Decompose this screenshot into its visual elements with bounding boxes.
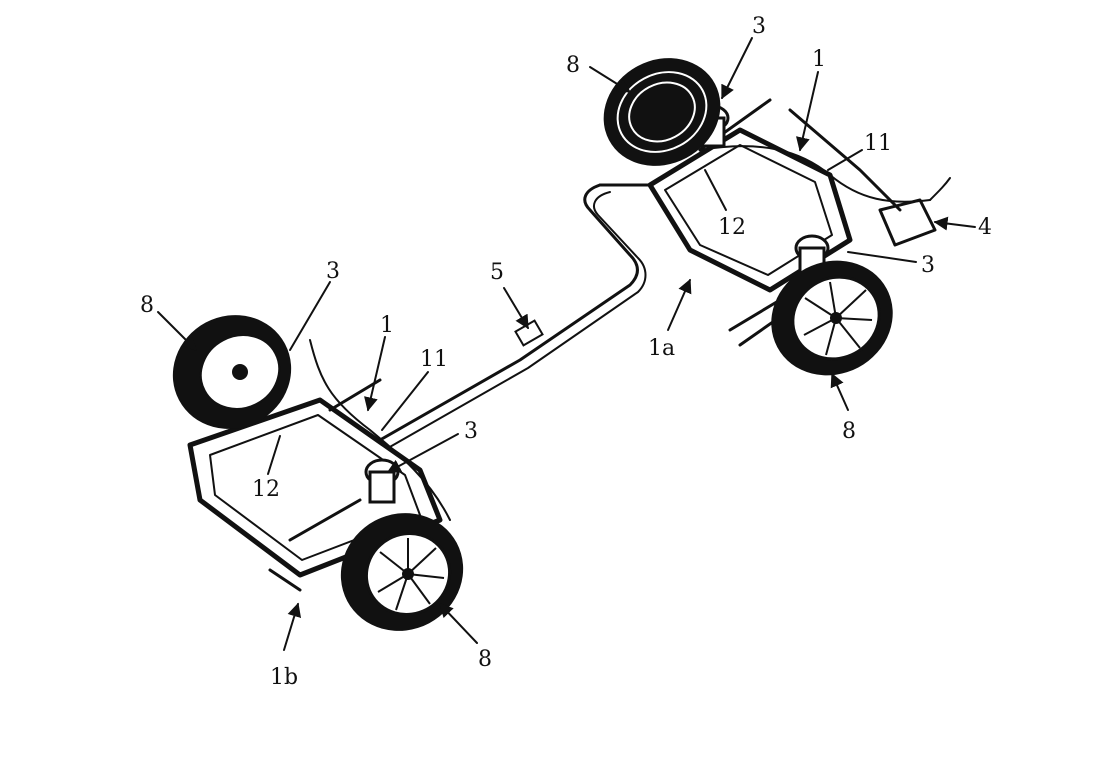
callout-rear-brake-line: 11 [420, 347, 448, 372]
callout-rear-sensor-bracket: 12 [252, 477, 280, 502]
callout-front-axle-ref: 1a [648, 336, 675, 361]
rear-wheel-bottom [340, 513, 464, 631]
callout-front-sensor-bracket: 12 [718, 215, 746, 240]
rear-wheel-left [172, 315, 292, 429]
front-subframe [647, 127, 853, 293]
callout-rear-axle-ref: 1b [270, 665, 298, 690]
callout-rear-wheel-left: 8 [140, 293, 154, 318]
callout-front-brake-line: 11 [864, 131, 892, 156]
front-wheel-bottom [771, 260, 893, 376]
front-strut-right [794, 234, 830, 278]
callout-labels: 8 3 1 11 12 4 3 8 1a 5 8 3 1 11 3 12 1b … [140, 14, 992, 690]
callout-front-wheel-bottom: 8 [842, 419, 856, 444]
callout-front-subframe: 1 [812, 47, 826, 72]
bracket-5 [514, 319, 544, 347]
callout-rear-subframe: 1 [380, 313, 394, 338]
callout-front-wheel-top: 8 [566, 53, 580, 78]
callout-component-4: 4 [978, 215, 992, 240]
callout-rear-wheel-bottom: 8 [478, 647, 492, 672]
rear-brake-line [309, 339, 451, 521]
rear-strut-right [364, 458, 400, 504]
callout-front-strut-top: 3 [752, 14, 766, 39]
rear-axle-assembly [172, 315, 464, 631]
callout-bracket-5: 5 [490, 260, 504, 285]
callout-rear-strut-top: 3 [326, 259, 340, 284]
front-brake-line [699, 145, 931, 203]
rear-subframe [187, 397, 443, 578]
callout-front-strut-right: 3 [921, 253, 935, 278]
connecting-line [378, 183, 639, 442]
callout-rear-strut-right: 3 [464, 419, 478, 444]
leader-arrows [157, 37, 976, 651]
front-wheel-top [603, 58, 721, 166]
front-axle-assembly [598, 58, 951, 376]
component-4 [878, 198, 937, 247]
